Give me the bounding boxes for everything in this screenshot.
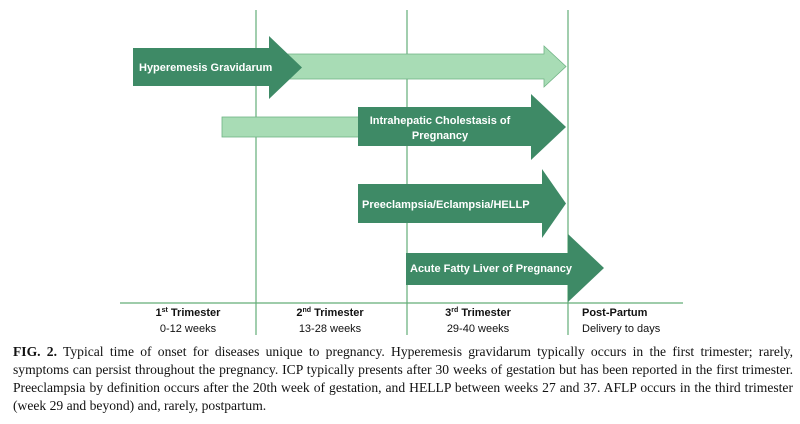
condition-label-hyperemesis: Hyperemesis Gravidarum: [139, 62, 273, 74]
onset-arrow-icp: [358, 94, 566, 160]
timeline-period: 2nd Trimester 13-28 weeks: [296, 307, 364, 335]
condition-arrow-preeclampsia: Preeclampsia/Eclampsia/HELLP: [358, 169, 566, 238]
condition-arrow-icp: Intrahepatic Cholestasis of Pregnancy: [221, 94, 566, 160]
onset-arrow-hyperemesis: [133, 36, 302, 99]
caption-text: Typical time of onset for diseases uniqu…: [13, 344, 793, 413]
figure-caption: FIG. 2. Typical time of onset for diseas…: [13, 343, 793, 415]
timeline-period-range: 13-28 weeks: [299, 323, 362, 335]
onset-arrow-preeclampsia: [358, 169, 566, 238]
timeline-period: 1st Trimester 0-12 weeks: [156, 307, 222, 335]
figure-label: FIG. 2.: [13, 344, 58, 359]
early-onset-bar-icp: [221, 116, 367, 138]
condition-arrow-aflp: Acute Fatty Liver of Pregnancy: [406, 234, 604, 302]
ordinal-suffix: nd: [302, 307, 311, 314]
timeline-period-name: 1st Trimester: [156, 307, 222, 319]
period-word: Trimester: [311, 307, 364, 319]
ordinal-suffix: rd: [451, 307, 458, 314]
timeline-period-name: 2nd Trimester: [296, 307, 364, 319]
period-word: Trimester: [458, 307, 511, 319]
timeline-period-name: 3rd Trimester: [445, 307, 511, 319]
timeline-period: 3rd Trimester 29-40 weeks: [445, 307, 511, 335]
condition-label-icp: Pregnancy: [412, 130, 469, 142]
condition-arrow-hyperemesis: Hyperemesis Gravidarum: [133, 36, 567, 99]
period-word: Trimester: [168, 307, 221, 319]
timeline-period-name: Post-Partum: [582, 307, 648, 319]
persistence-arrow-hyperemesis: [261, 45, 567, 88]
condition-label-preeclampsia: Preeclampsia/Eclampsia/HELLP: [362, 199, 530, 211]
trimester-number: 3: [445, 307, 451, 319]
trimester-number: 1: [156, 307, 162, 319]
timeline-period-range: 0-12 weeks: [160, 323, 217, 335]
timeline-period-range: Delivery to days: [582, 323, 661, 335]
onset-arrow-aflp: [406, 234, 604, 302]
period-word: Post-Partum: [582, 307, 648, 319]
ordinal-suffix: st: [162, 307, 169, 314]
timeline-period-range: 29-40 weeks: [447, 323, 510, 335]
trimester-number: 2: [296, 307, 302, 319]
condition-label-aflp: Acute Fatty Liver of Pregnancy: [410, 263, 573, 275]
condition-label-icp: Intrahepatic Cholestasis of: [370, 115, 511, 127]
